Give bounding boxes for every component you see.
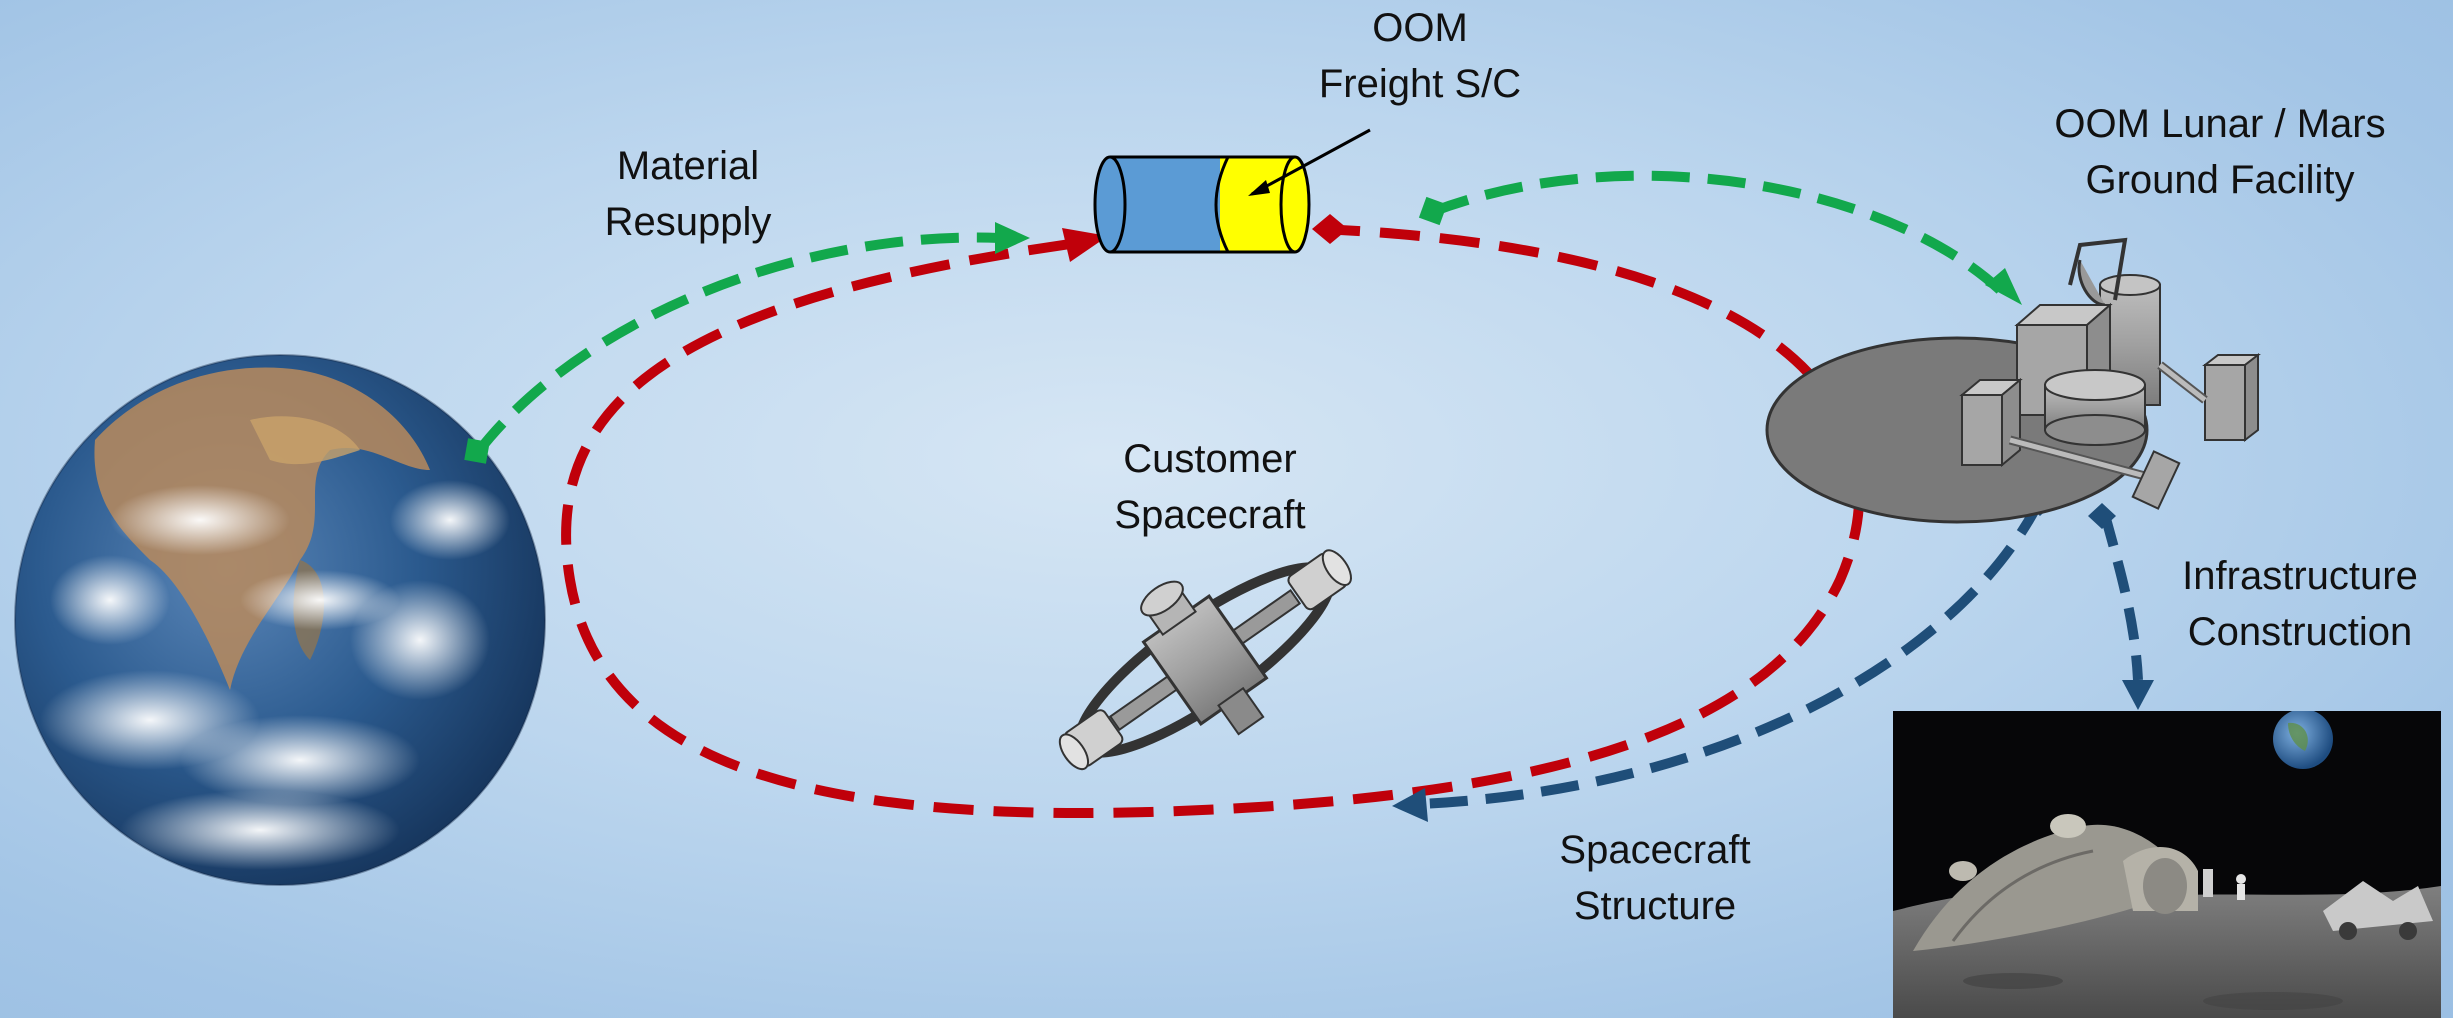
ground-facility-icon bbox=[1765, 237, 2261, 524]
freight-spacecraft-icon bbox=[1093, 128, 1371, 254]
lunar-base-photo bbox=[1893, 711, 2441, 1018]
customer-spacecraft-label: Customer Spacecraft bbox=[1080, 431, 1340, 543]
spacecraft-structure-label: Spacecraft Structure bbox=[1520, 822, 1790, 934]
customer-spacecraft-label-line2: Spacecraft bbox=[1114, 493, 1306, 537]
infrastructure-label: Infrastructure Construction bbox=[2150, 548, 2450, 660]
infrastructure-arrow bbox=[2088, 503, 2154, 710]
ground-facility-label-line2: Ground Facility bbox=[2085, 158, 2355, 202]
customer-spacecraft-icon bbox=[1058, 549, 1352, 771]
freight-label-line1: OOM bbox=[1372, 6, 1468, 50]
spacecraft-structure-label-line1: Spacecraft bbox=[1559, 828, 1751, 872]
customer-spacecraft-label-line1: Customer bbox=[1123, 437, 1297, 481]
material-resupply-label-line2: Resupply bbox=[604, 200, 772, 244]
material-resupply-label: Material Resupply bbox=[568, 138, 808, 250]
ground-facility-label-line1: OOM Lunar / Mars bbox=[2054, 102, 2386, 146]
infrastructure-label-line2: Construction bbox=[2187, 610, 2413, 654]
spacecraft-structure-label-line2: Structure bbox=[1573, 884, 1737, 928]
freight-label: OOM Freight S/C bbox=[1300, 0, 1540, 112]
freight-label-line2: Freight S/C bbox=[1318, 62, 1522, 106]
infrastructure-label-line1: Infrastructure bbox=[2182, 554, 2418, 598]
orbit-arrowhead bbox=[1062, 228, 1108, 262]
facility-supply-arrow bbox=[1418, 170, 2022, 305]
orbit-diamond bbox=[1312, 214, 1348, 244]
material-resupply-arrow bbox=[464, 222, 1030, 464]
material-resupply-label-line1: Material bbox=[616, 144, 760, 188]
ground-facility-label: OOM Lunar / Mars Ground Facility bbox=[2010, 96, 2430, 208]
earth-icon bbox=[14, 354, 546, 886]
